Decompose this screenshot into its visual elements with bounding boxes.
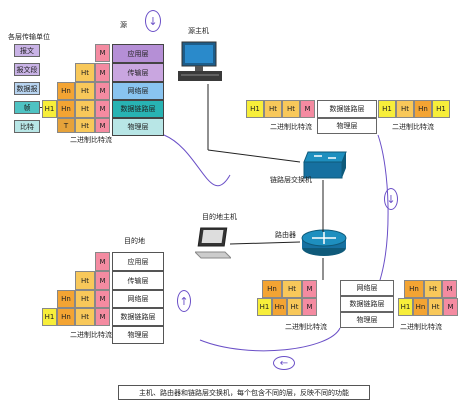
unit-frame: 帧 [14,101,40,114]
dest-datalink-layer: 数据链路层 [112,308,164,326]
source-hn-cell: Hn [57,100,75,118]
dest-transport-layer: 传输层 [112,271,164,290]
switch-ht-cell: Ht [264,100,282,118]
dest-m-cell: M [95,290,110,308]
source-physical-layer: 物理层 [112,118,164,136]
dest-hn-cell: Hn [57,290,75,308]
down-arrow-icon: ↓ [384,188,398,210]
router-ht-cell: Ht [428,298,443,316]
router-m-cell: M [443,298,458,316]
router-m-cell: M [302,298,317,316]
switch-ht-cell: Ht [282,100,300,118]
dest-app-layer: 应用层 [112,252,164,271]
switch-icon [303,151,347,179]
units-title: 各层传输单位 [8,33,50,41]
switch-label: 链路层交换机 [270,176,312,184]
source-network-layer: 网络层 [112,82,164,100]
source-m-cell: M [95,63,110,82]
dest-ht-cell: Ht [75,308,95,326]
source-transport-layer: 传输层 [112,63,164,82]
source-h1-cell: H1 [42,100,57,118]
dest-ht-cell: Ht [75,271,95,290]
source-ht-cell: Ht [75,63,95,82]
router-hn-cell: Hn [413,298,428,316]
source-datalink-layer: 数据链路层 [112,100,164,118]
source-host-label: 源主机 [188,27,209,35]
source-m-cell: M [95,100,110,118]
router-datalink-layer: 数据链路层 [340,296,394,312]
down-arrow-icon: ↓ [145,10,161,32]
source-label: 源 [120,21,127,29]
router-hn-cell: Hn [404,280,424,298]
router-label: 路由器 [275,231,296,239]
router-ht-cell: Ht [282,280,302,298]
dest-binary-label: 二进制比特流 [70,331,112,339]
router-icon [301,229,347,256]
router-m-cell: M [302,280,317,298]
unit-bit: 比特 [14,120,40,133]
router-h1-cell: H1 [398,298,413,316]
router-m-cell: M [442,280,457,298]
source-binary-label: 二进制比特流 [70,136,112,144]
source-m-cell: M [95,82,110,100]
left-arrow-icon: ← [273,356,295,370]
dest-m-cell: M [95,308,110,326]
dest-m-cell: M [95,252,110,271]
switch-h1-cell: H1 [378,100,396,118]
router-binary-right: 二进制比特流 [400,323,442,331]
router-hn-cell: Hn [272,298,287,316]
switch-binary-right: 二进制比特流 [392,123,434,131]
source-m-cell: M [95,118,110,133]
source-app-layer: 应用层 [112,44,164,63]
laptop-icon [195,227,231,259]
dest-label: 目的地 [124,237,145,245]
source-computer-icon [178,41,222,81]
source-m-cell: M [95,44,110,62]
switch-datalink-layer: 数据链路层 [317,100,377,118]
unit-message: 报文 [14,44,40,57]
source-ht-cell: Ht [75,82,95,100]
router-h1-cell: H1 [257,298,272,316]
source-hn-cell: Hn [57,82,75,100]
source-t-cell: T [57,118,75,133]
dest-ht-cell: Ht [75,290,95,308]
switch-ht-cell: Ht [396,100,414,118]
router-physical-layer: 物理层 [340,312,394,328]
dest-physical-layer: 物理层 [112,326,164,344]
figure-caption: 主机、路由器和链路层交换机，每个包含不同的层，反映不同的功能 [118,385,370,400]
router-hn-cell: Hn [262,280,282,298]
switch-physical-layer: 物理层 [317,118,377,134]
dest-host-label: 目的地主机 [202,213,237,221]
source-ht-cell: Ht [75,100,95,118]
switch-hn-cell: Hn [414,100,432,118]
unit-segment: 报文段 [14,63,40,76]
dest-hn-cell: Hn [57,308,75,326]
router-ht-cell: Ht [424,280,442,298]
up-arrow-icon: ↑ [177,290,191,312]
router-ht-cell: Ht [287,298,302,316]
dest-network-layer: 网络层 [112,290,164,308]
source-ht-cell: Ht [75,118,95,133]
unit-datagram: 数据报 [14,82,40,95]
router-binary-left: 二进制比特流 [285,323,327,331]
dest-h1-cell: H1 [42,308,57,326]
switch-h1-cell: H1 [246,100,264,118]
switch-h1-cell: H1 [432,100,450,118]
router-network-layer: 网络层 [340,280,394,296]
switch-binary-left: 二进制比特流 [270,123,312,131]
dest-m-cell: M [95,271,110,290]
switch-m-cell: M [300,100,315,118]
